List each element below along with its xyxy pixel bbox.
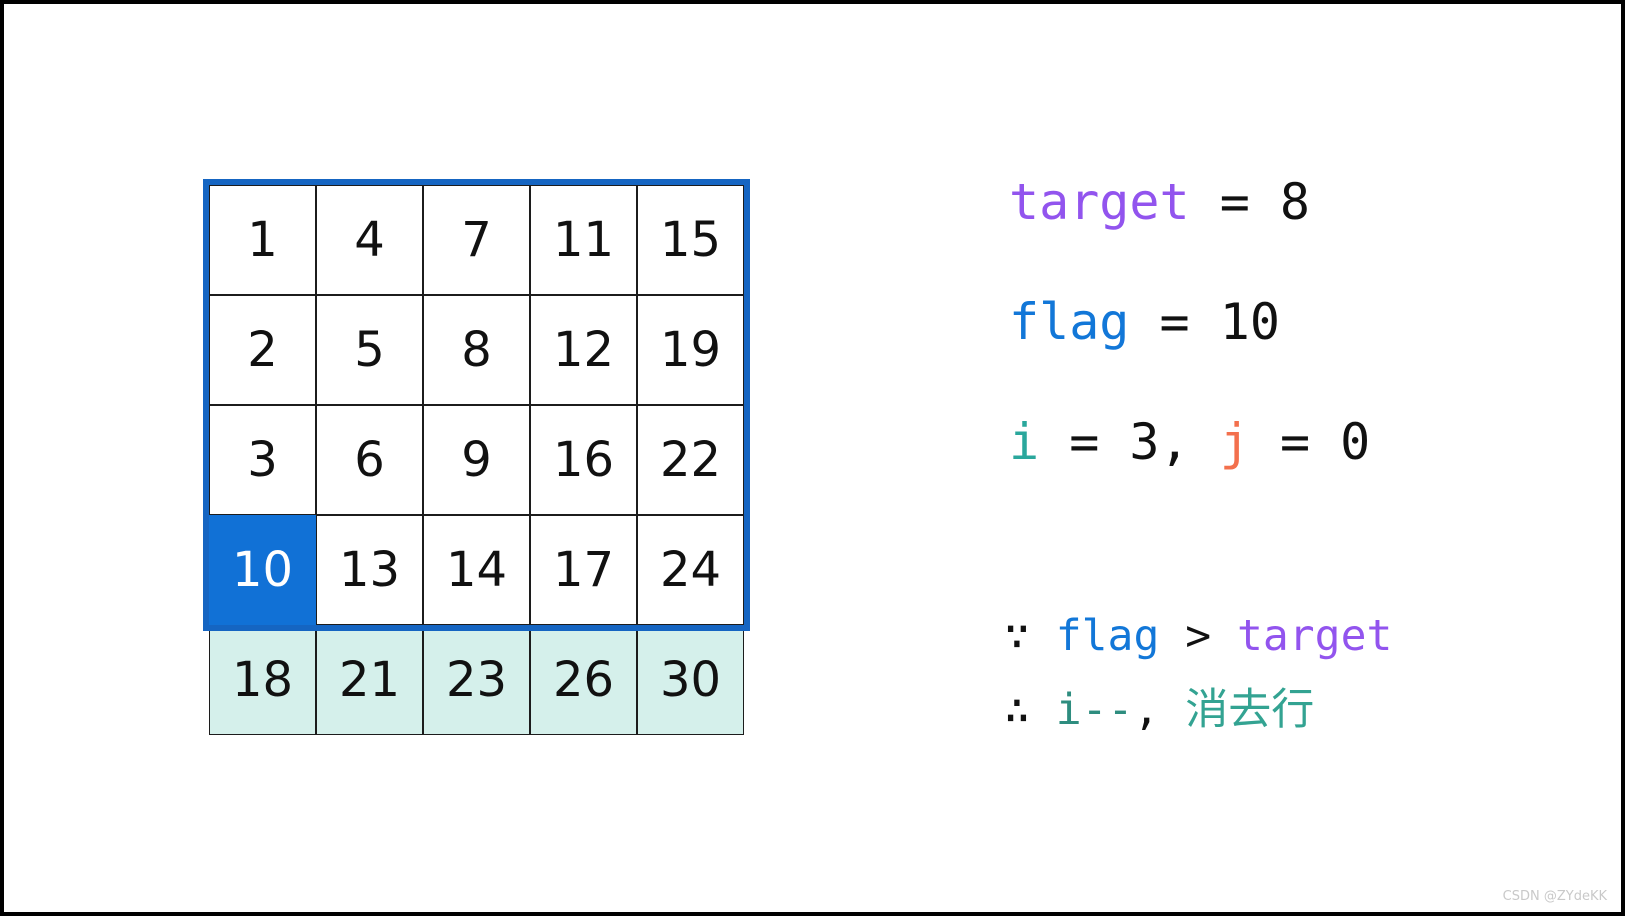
matrix-cell: 18 [209, 625, 316, 735]
because-target: target [1237, 611, 1393, 661]
i-value: = 3, [1039, 413, 1220, 471]
j-value: = 0 [1249, 413, 1371, 471]
matrix-cell: 14 [423, 515, 530, 625]
greater-than-operator: > [1159, 611, 1238, 661]
code-line-because: ∵ flag > target [1004, 611, 1393, 661]
matrix-cell: 6 [316, 405, 423, 515]
watermark: CSDN @ZYdeKK [1502, 889, 1607, 904]
matrix-cell: 19 [637, 295, 744, 405]
code-line-flag: flag = 10 [1009, 293, 1280, 352]
matrix-cell: 13 [316, 515, 423, 625]
matrix-cell: 22 [637, 405, 744, 515]
matrix-cell: 5 [316, 295, 423, 405]
code-line-therefore: ∴ i--, 消去行 [1004, 685, 1315, 735]
matrix-cell: 30 [637, 625, 744, 735]
matrix-cell: 17 [530, 515, 637, 625]
matrix-cell: 26 [530, 625, 637, 735]
matrix-cell: 12 [530, 295, 637, 405]
matrix-cell: 7 [423, 185, 530, 295]
eliminate-row-label: 消去行 [1185, 685, 1315, 735]
flag-keyword: flag [1009, 293, 1130, 351]
matrix-cell: 4 [316, 185, 423, 295]
matrix-cell: 3 [209, 405, 316, 515]
j-variable: j [1219, 413, 1250, 471]
matrix-cell: 1 [209, 185, 316, 295]
matrix-cell: 16 [530, 405, 637, 515]
target-keyword: target [1009, 173, 1190, 231]
matrix-cell: 8 [423, 295, 530, 405]
because-flag: flag [1055, 611, 1160, 661]
because-symbol: ∵ [1004, 611, 1056, 661]
matrix-cell: 23 [423, 625, 530, 735]
i-decrement: i-- [1055, 685, 1134, 735]
therefore-symbol: ∴ [1004, 685, 1056, 735]
matrix-cell: 21 [316, 625, 423, 735]
i-variable: i [1009, 413, 1040, 471]
target-value: = 8 [1189, 173, 1311, 231]
matrix-cell: 2 [209, 295, 316, 405]
matrix-cell: 15 [637, 185, 744, 295]
code-line-ij: i = 3, j = 0 [1009, 413, 1371, 472]
code-line-target: target = 8 [1009, 173, 1311, 232]
matrix-cell: 11 [530, 185, 637, 295]
matrix-cell: 24 [637, 515, 744, 625]
matrix-cell: 10 [209, 515, 316, 625]
flag-value: = 10 [1129, 293, 1280, 351]
matrix-cell: 9 [423, 405, 530, 515]
comma-separator: , [1133, 685, 1186, 735]
